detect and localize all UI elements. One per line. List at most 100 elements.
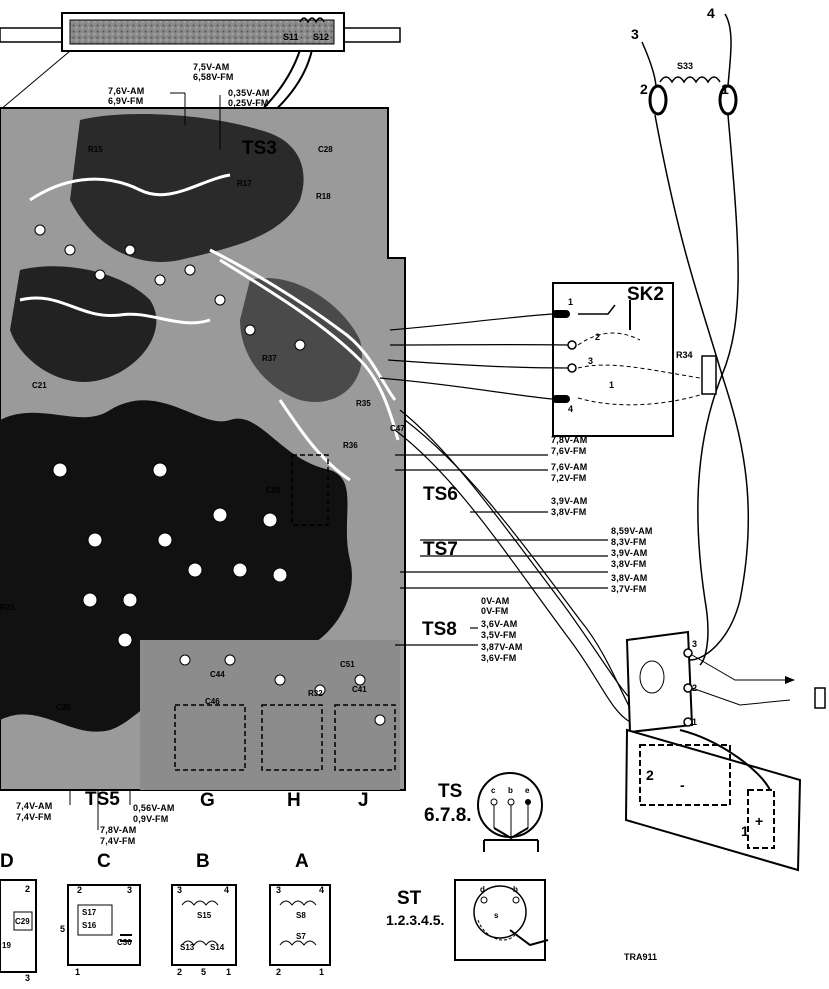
c-pin-3: 3 bbox=[127, 885, 133, 895]
label-ts6: TS6 bbox=[423, 484, 458, 505]
battery-label-1: 1 bbox=[741, 823, 749, 839]
label-c46: C46 bbox=[205, 697, 220, 706]
b-pin-2: 2 bbox=[177, 967, 183, 977]
label-pin-2-top: 2 bbox=[640, 81, 648, 97]
st-subtitle: 1.2.3.4.5. bbox=[386, 912, 445, 928]
ts3-voltage-mid-fm: 6,58V-FM bbox=[193, 72, 234, 82]
label-r18: R18 bbox=[316, 192, 331, 201]
label-ts3: TS3 bbox=[242, 138, 277, 159]
battery-plus: + bbox=[755, 813, 764, 829]
label-box-d: D bbox=[0, 851, 14, 872]
volume-switch bbox=[625, 630, 826, 734]
ts6-v2: 7,6V-FM bbox=[551, 446, 587, 456]
coil-s33 bbox=[641, 13, 750, 666]
label-sk2: SK2 bbox=[627, 284, 664, 305]
ts3-voltage-left-am: 7,6V-AM bbox=[108, 86, 145, 96]
c-pin-1: 1 bbox=[75, 967, 81, 977]
ts-pin-c: c bbox=[491, 786, 496, 795]
ts7-v5: 3,8V-AM bbox=[611, 573, 648, 583]
label-r17: R17 bbox=[237, 179, 252, 188]
c-c30: C30 bbox=[117, 938, 132, 947]
label-r32: R32 bbox=[308, 689, 323, 698]
label-s33: S33 bbox=[677, 61, 694, 71]
ts7-v1: 8,59V-AM bbox=[611, 526, 653, 536]
d-c29: C29 bbox=[15, 917, 30, 926]
ts7-v4: 3,8V-FM bbox=[611, 559, 647, 569]
a-s8: S8 bbox=[296, 911, 306, 920]
b-pin-1: 1 bbox=[226, 967, 232, 977]
st-12345-symbol bbox=[454, 879, 549, 961]
d-pin-3: 3 bbox=[25, 973, 31, 983]
ts3-voltage-mid-am: 7,5V-AM bbox=[193, 62, 230, 72]
label-c21: C21 bbox=[32, 381, 47, 390]
st-pin-d: d bbox=[480, 885, 485, 894]
ts6-v6: 3,8V-FM bbox=[551, 507, 587, 517]
ts6-v4: 7,2V-FM bbox=[551, 473, 587, 483]
ts7-v3: 3,9V-AM bbox=[611, 548, 648, 558]
ferrite-antenna bbox=[0, 12, 401, 111]
label-c51: C51 bbox=[340, 660, 355, 669]
ts6-v1: 7,8V-AM bbox=[551, 435, 588, 445]
coil-box-b bbox=[171, 884, 237, 966]
ts3-voltage-right-fm: 0,25V-FM bbox=[228, 98, 269, 108]
switch-pin-2: 2 bbox=[692, 683, 698, 693]
ts6-v3: 7,6V-AM bbox=[551, 462, 588, 472]
label-ts5: TS5 bbox=[85, 789, 120, 810]
label-r36: R36 bbox=[343, 441, 358, 450]
ts-678-symbol bbox=[477, 772, 543, 852]
label-c50: C50 bbox=[266, 486, 281, 495]
label-box-b: B bbox=[196, 851, 210, 872]
b-s14: S14 bbox=[210, 943, 225, 952]
d-19: 19 bbox=[2, 941, 11, 950]
a-s7: S7 bbox=[296, 932, 306, 941]
label-r35: R35 bbox=[356, 399, 371, 408]
ts5-right-fm: 0,9V-FM bbox=[133, 814, 169, 824]
battery-pack bbox=[624, 728, 802, 872]
sk2-pin-x1: 1 bbox=[609, 380, 615, 390]
ts5-left-am: 7,4V-AM bbox=[16, 801, 53, 811]
label-pin-3-top: 3 bbox=[631, 26, 639, 42]
a-pin-1: 1 bbox=[319, 967, 325, 977]
sk2-jack bbox=[552, 282, 717, 437]
sk2-pin-1: 1 bbox=[568, 297, 574, 307]
b-pin-5: 5 bbox=[201, 967, 207, 977]
label-r37: R37 bbox=[262, 354, 277, 363]
label-r15: R15 bbox=[88, 145, 103, 154]
label-pin-1-top: 1 bbox=[721, 81, 729, 97]
ts7-v6: 3,7V-FM bbox=[611, 584, 647, 594]
ts6-v5: 3,9V-AM bbox=[551, 496, 588, 506]
ts5-right-am: 0,56V-AM bbox=[133, 803, 175, 813]
switch-pin-3: 3 bbox=[692, 639, 698, 649]
a-pin-4: 4 bbox=[319, 885, 325, 895]
coil-box-d bbox=[0, 879, 37, 973]
c-s16: S16 bbox=[82, 921, 97, 930]
label-box-c: C bbox=[97, 851, 111, 872]
label-ts7: TS7 bbox=[423, 539, 458, 560]
ts8-v3: 3,6V-AM bbox=[481, 619, 518, 629]
label-s12: S12 bbox=[313, 32, 330, 42]
sk2-pin-3: 3 bbox=[588, 356, 594, 366]
label-h: H bbox=[287, 790, 301, 811]
ts-pin-e: e bbox=[525, 786, 530, 795]
battery-minus: - bbox=[680, 777, 685, 793]
ts-title: TS bbox=[438, 781, 463, 802]
a-pin-3: 3 bbox=[276, 885, 282, 895]
switch-pin-1: 1 bbox=[692, 717, 698, 727]
label-g: G bbox=[200, 790, 215, 811]
ts3-voltage-left-fm: 6,9V-FM bbox=[108, 96, 144, 106]
a-pin-2: 2 bbox=[276, 967, 282, 977]
label-pin-4-top: 4 bbox=[707, 5, 715, 21]
label-c28: C28 bbox=[318, 145, 333, 154]
b-s15: S15 bbox=[197, 911, 212, 920]
ts5-bottom-fm: 7,4V-FM bbox=[100, 836, 136, 846]
pcb-board bbox=[0, 107, 406, 791]
drawing-reference: TRA911 bbox=[624, 952, 658, 962]
label-c47: C47 bbox=[390, 424, 405, 433]
sk2-pin-4: 4 bbox=[568, 404, 574, 414]
c-pin-2: 2 bbox=[77, 885, 83, 895]
sk2-pin-2: 2 bbox=[595, 332, 601, 342]
d-pin-2: 2 bbox=[25, 884, 31, 894]
ts-subtitle: 6.7.8. bbox=[424, 805, 472, 826]
ts8-v1: 0V-AM bbox=[481, 596, 510, 606]
label-ts8: TS8 bbox=[422, 619, 457, 640]
